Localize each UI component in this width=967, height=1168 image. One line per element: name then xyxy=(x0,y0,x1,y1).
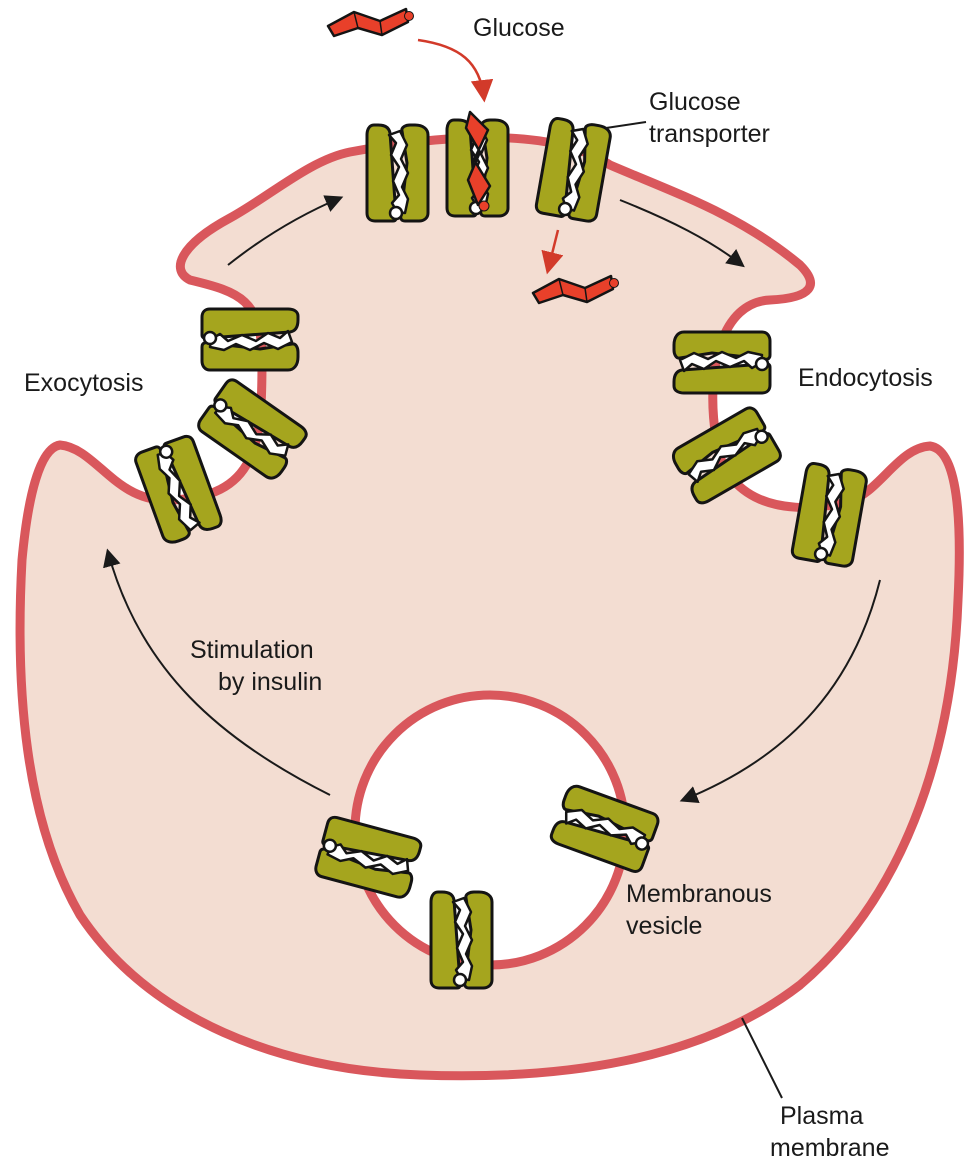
transporter-leader-line xyxy=(606,122,646,128)
glucose-transporter-label-line1: Glucose xyxy=(649,86,770,118)
glucose-molecule-outside xyxy=(328,9,414,36)
membrane-transporter-1 xyxy=(367,125,428,221)
endocytosis-label: Endocytosis xyxy=(798,362,933,394)
exocytosis-transporter-1 xyxy=(202,309,298,370)
endocytosis-transporter-1 xyxy=(674,332,770,393)
glucose-entry-arrow xyxy=(418,40,484,98)
stimulation-label: Stimulation by insulin xyxy=(190,634,322,698)
glucose-label: Glucose xyxy=(473,12,565,44)
plasma-membrane-label-line2: membrane xyxy=(770,1132,890,1164)
membranous-vesicle-label-line2: vesicle xyxy=(626,910,772,942)
glucose-transporter-label: Glucose transporter xyxy=(649,86,770,150)
plasma-membrane-label: Plasma membrane xyxy=(770,1100,890,1164)
stimulation-label-line2: by insulin xyxy=(190,666,322,698)
plasma-membrane-leader-line xyxy=(742,1018,782,1098)
stimulation-label-line1: Stimulation xyxy=(190,634,322,666)
membranous-vesicle-label-line1: Membranous xyxy=(626,878,772,910)
glucose-transporter-label-line2: transporter xyxy=(649,118,770,150)
plasma-membrane-label-line1: Plasma xyxy=(770,1100,890,1132)
exocytosis-label: Exocytosis xyxy=(24,367,143,399)
vesicle-transporter-3 xyxy=(431,892,492,988)
membranous-vesicle-label: Membranous vesicle xyxy=(626,878,772,942)
